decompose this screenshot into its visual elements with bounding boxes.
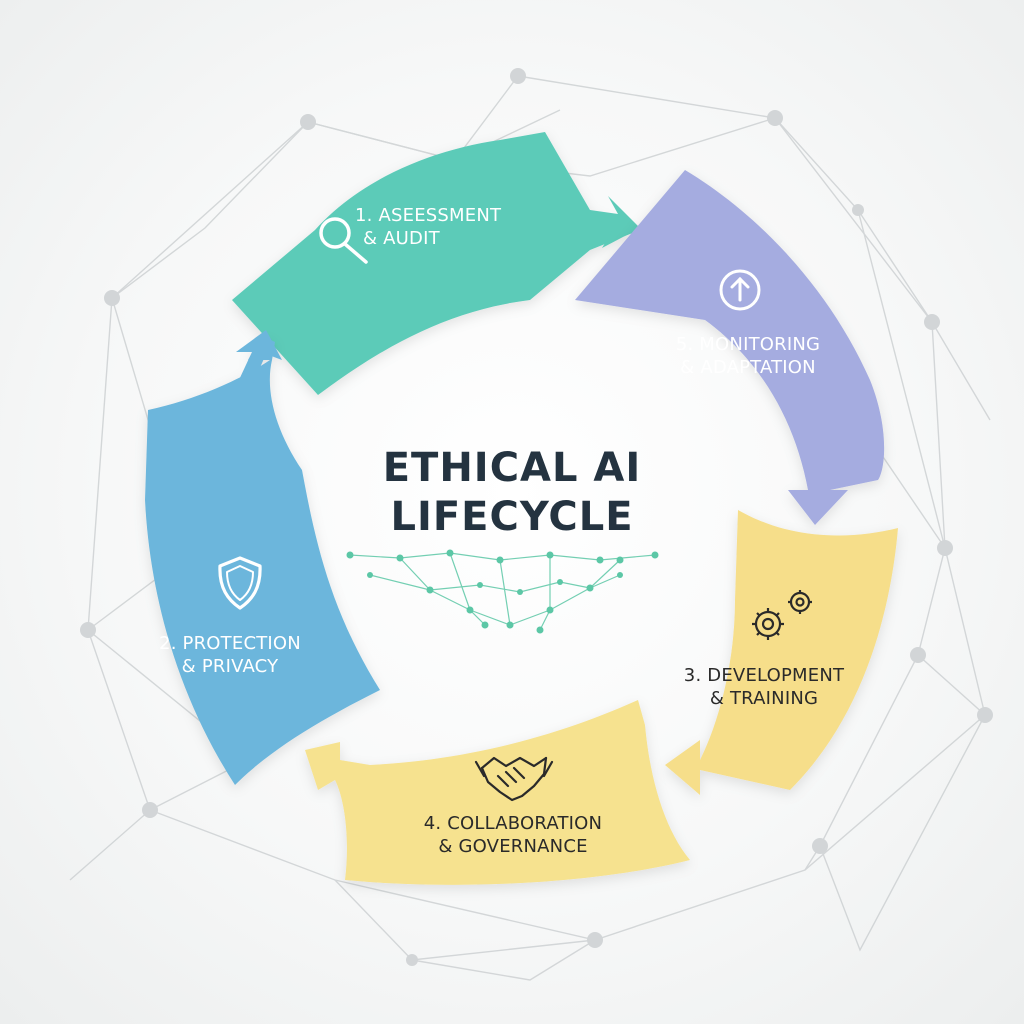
stage-3-subtitle: & TRAINING xyxy=(709,688,819,710)
stage-1-segment[interactable] xyxy=(232,132,640,395)
shield-icon xyxy=(218,556,262,610)
stage-2-subtitle: & PRIVACY xyxy=(181,656,279,678)
stage-4-segment[interactable] xyxy=(305,700,690,885)
stage-5-label: 5. MONITORING & ADAPTATION xyxy=(648,333,848,380)
handshake-icon xyxy=(474,756,554,802)
stage-4-subtitle: & GOVERNANCE xyxy=(438,836,588,858)
stage-2-title: 2. PROTECTION xyxy=(159,633,301,654)
center-network xyxy=(349,552,656,631)
stage-2-segment[interactable] xyxy=(145,336,380,785)
center-network-nodes xyxy=(346,549,659,634)
stage-4-label: 4. COLLABORATION & GOVERNANCE xyxy=(398,812,628,859)
stage-5-segment[interactable] xyxy=(575,170,885,525)
stage-2-arrow xyxy=(236,330,282,386)
stage-3-segment[interactable] xyxy=(665,510,898,795)
gears-icon xyxy=(752,590,812,640)
stage-1-arrow xyxy=(585,196,640,248)
stage-1-subtitle: & AUDIT xyxy=(363,228,440,250)
magnifier-icon xyxy=(319,217,368,264)
stage-5-subtitle: & ADAPTATION xyxy=(680,357,816,379)
stage-3-title: 3. DEVELOPMENT xyxy=(683,665,845,686)
diagram-title-line-2: LIFECYCLE xyxy=(390,493,634,540)
diagram-title: ETHICAL AI LIFECYCLE xyxy=(312,444,712,542)
stage-2-label: 2. PROTECTION & PRIVACY xyxy=(135,632,325,679)
background-network-nodes xyxy=(80,68,993,966)
up-arrow-circle-icon xyxy=(719,269,761,311)
stage-1-title: 1. ASEESSMENT xyxy=(355,205,502,226)
stage-1-label: 1. ASEESSMENT & AUDIT xyxy=(355,204,535,251)
stage-5-title: 5. MONITORING xyxy=(675,334,821,355)
diagram-title-line-1: ETHICAL AI xyxy=(382,445,642,491)
stage-4-title: 4. COLLABORATION xyxy=(423,813,603,834)
stage-3-label: 3. DEVELOPMENT & TRAINING xyxy=(664,664,864,711)
